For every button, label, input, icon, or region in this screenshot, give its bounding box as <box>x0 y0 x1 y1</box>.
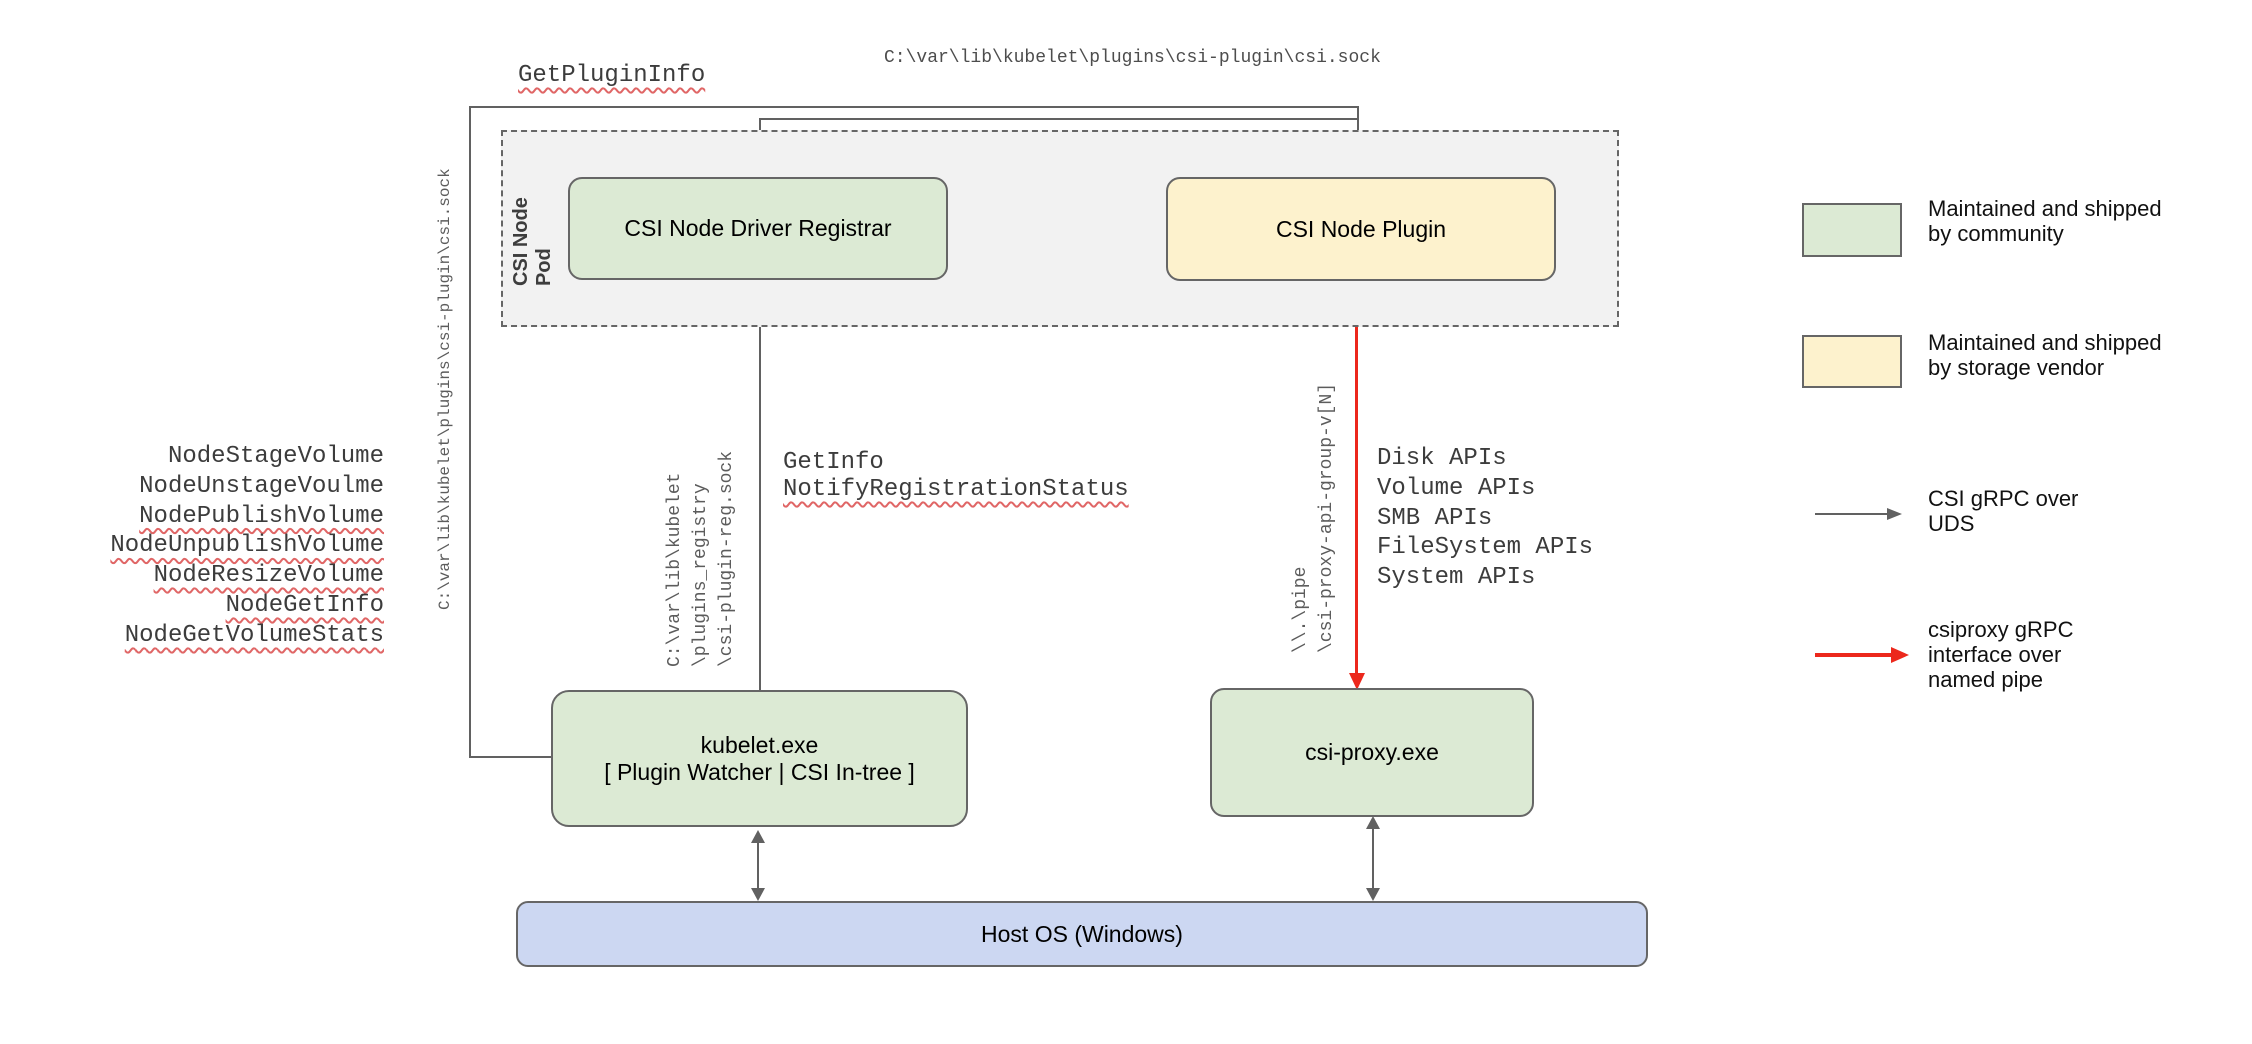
kubelet-box: kubelet.exe [ Plugin Watcher | CSI In-tr… <box>551 690 968 827</box>
legend-vendor-line2: by storage vendor <box>1928 355 2105 380</box>
host-os-box: Host OS (Windows) <box>516 901 1648 967</box>
legend-namedpipe-arrowhead-icon <box>1891 647 1909 663</box>
node-call-item: NodeUnstageVoulme <box>139 472 384 500</box>
legend-uds-line1: CSI gRPC over <box>1928 486 2079 511</box>
kubelet-box-label: kubelet.exe [ Plugin Watcher | CSI In-tr… <box>604 732 915 786</box>
legend-uds-arrow-line <box>1815 513 1889 515</box>
api-item: Disk APIs <box>1377 445 1507 472</box>
red-arrowhead-into-csiproxy-icon <box>1349 673 1365 690</box>
legend-community-swatch <box>1802 203 1902 257</box>
legend-community-line2: by community <box>1928 221 2064 246</box>
legend-uds-arrowhead-icon <box>1887 508 1902 520</box>
node-call-item: NodeGetInfo <box>225 591 384 619</box>
named-pipe-path-label: \\.\pipe \csi-proxy-api-group-v[N] <box>1288 381 1346 653</box>
csi-node-pod-label: CSI Node Pod <box>510 197 555 286</box>
registrar-box-label: CSI Node Driver Registrar <box>624 215 892 241</box>
api-item: System APIs <box>1377 564 1536 592</box>
kubelet-box-label-line2: [ Plugin Watcher | CSI In-tree ] <box>604 758 915 785</box>
registry-sock-path-line3: \csi-plugin-reg.sock <box>717 450 737 667</box>
registry-sock-path-line2: \plugins_registry <box>691 483 711 667</box>
notify-registration-status-label: NotifyRegistrationStatus <box>783 476 1129 503</box>
api-item: SMB APIs <box>1377 504 1493 532</box>
kubelet-hostos-line <box>757 840 759 890</box>
kubelet-to-plugin-line-left <box>469 106 471 758</box>
registrar-to-plugin-line <box>760 118 1358 120</box>
named-pipe-path-line1: \\.\pipe <box>1291 566 1311 653</box>
node-call-item: NodeUnpublishVolume <box>110 532 384 560</box>
csi-proxy-box-label: csi-proxy.exe <box>1305 739 1439 765</box>
csi-node-plugin-box: CSI Node Plugin <box>1166 177 1556 281</box>
legend-namedpipe-text: csiproxy gRPC interface over named pipe <box>1928 617 2073 692</box>
node-rpc-call-list: NodeStageVolume NodeUnstageVoulme NodePu… <box>96 442 384 651</box>
node-call-item: NodeStageVolume <box>167 443 384 470</box>
csi-sock-path-label: C:\var\lib\kubelet\plugins\csi-plugin\cs… <box>884 48 1381 68</box>
kubelet-hostos-arrow-down-icon <box>751 888 765 901</box>
legend-namedpipe-line3: named pipe <box>1928 667 2043 692</box>
registry-sock-path-line1: C:\var\lib\kubelet <box>665 472 685 667</box>
legend-namedpipe-line1: csiproxy gRPC <box>1928 617 2074 642</box>
host-os-box-label: Host OS (Windows) <box>981 920 1183 947</box>
legend-vendor-swatch <box>1802 335 1902 388</box>
registry-sock-path-label: C:\var\lib\kubelet \plugins_registry \cs… <box>662 444 746 667</box>
node-call-item: NodeResizeVolume <box>153 562 384 590</box>
legend-namedpipe-line2: interface over <box>1928 642 2062 667</box>
get-info-label: GetInfo <box>783 449 884 476</box>
legend-uds-line2: UDS <box>1928 511 1975 536</box>
csi-node-driver-registrar-box: CSI Node Driver Registrar <box>568 177 948 280</box>
legend-vendor-text: Maintained and shipped by storage vendor <box>1928 330 2162 380</box>
kubelet-box-label-line1: kubelet.exe <box>700 731 819 758</box>
legend-vendor-line1: Maintained and shipped <box>1928 330 2162 355</box>
legend-community-line1: Maintained and shipped <box>1928 196 2162 221</box>
legend-namedpipe-arrow-line <box>1815 653 1892 657</box>
api-item: Volume APIs <box>1377 474 1536 502</box>
csi-proxy-box: csi-proxy.exe <box>1210 688 1534 817</box>
csiproxy-hostos-arrow-down-icon <box>1366 888 1380 901</box>
get-plugin-info-label: GetPluginInfo <box>518 62 706 89</box>
kubelet-to-plugin-line-top <box>470 106 1358 108</box>
left-csi-sock-path-label: C:\var\lib\kubelet\plugins\csi-plugin\cs… <box>436 168 454 610</box>
csiproxy-api-list: Disk APIs Volume APIs SMB APIs FileSyste… <box>1377 444 1593 593</box>
node-call-item: NodePublishVolume <box>139 502 384 530</box>
api-item: FileSystem APIs <box>1377 534 1594 562</box>
plugin-to-csiproxy-red-line <box>1355 281 1358 673</box>
registration-rpc-labels: GetInfo NotifyRegistrationStatus <box>783 449 1129 503</box>
legend-community-text: Maintained and shipped by community <box>1928 196 2162 246</box>
plugin-box-label: CSI Node Plugin <box>1275 215 1447 242</box>
kubelet-to-registrar-line <box>759 295 761 690</box>
legend-uds-text: CSI gRPC over UDS <box>1928 486 2078 536</box>
kubelet-hostos-arrow-up-icon <box>751 830 765 843</box>
csiproxy-hostos-line <box>1372 827 1374 890</box>
kubelet-left-stub-line <box>469 756 554 758</box>
csiproxy-hostos-arrow-up-icon <box>1366 816 1380 829</box>
node-call-item: NodeGetVolumeStats <box>124 621 384 649</box>
named-pipe-path-line2: \csi-proxy-api-group-v[N] <box>1317 382 1337 653</box>
